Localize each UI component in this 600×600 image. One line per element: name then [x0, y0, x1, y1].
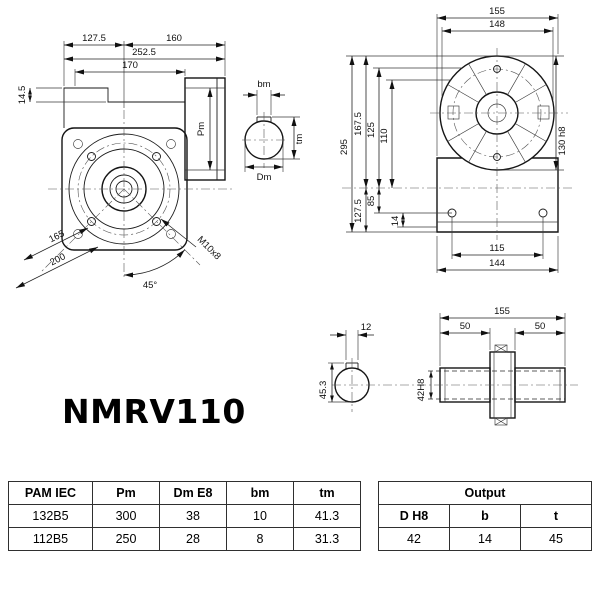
side-dimension-lines	[349, 15, 559, 273]
side-outline	[436, 55, 559, 233]
table-cell: 45	[520, 527, 592, 551]
dim-label-pm: Pm	[196, 122, 207, 136]
side-dimension-labels: 155 148 295 167.5 127.5 125 110 85 14 13…	[339, 6, 568, 269]
section-extension-lines	[244, 90, 300, 172]
dim-label-130h8: 130 h8	[557, 126, 568, 155]
table-cell: 31.3	[293, 527, 361, 551]
dim-label-125: 125	[366, 122, 377, 138]
model-title: NMRV110	[62, 392, 246, 431]
output-table-title-row: Output	[378, 481, 592, 505]
flange-spokes	[447, 63, 547, 163]
table-cell: 38	[159, 504, 227, 528]
front-extension-lines	[36, 41, 226, 108]
dim-label-170: 170	[122, 60, 138, 71]
dim-label-148: 148	[489, 19, 505, 30]
table-row-132b5: 132B5 300 38 10 41.3	[8, 504, 361, 528]
table-cell: 14	[449, 527, 521, 551]
column-header-b: b	[449, 504, 521, 528]
column-header-bm: bm	[226, 481, 294, 505]
technical-drawing: 127.5 160 252.5 170 14.5 Pm 165 200 M10x…	[15, 6, 578, 426]
dim-label-110: 110	[379, 128, 390, 143]
table-cell: 132B5	[8, 504, 93, 528]
table-cell: 112B5	[8, 527, 93, 551]
section-centerlines	[242, 112, 286, 168]
column-header-d-h8: D H8	[378, 504, 450, 528]
section-dimension-lines	[243, 92, 297, 170]
dim-label-50-left: 50	[460, 321, 471, 332]
dim-label-45-3: 45.3	[318, 381, 329, 400]
main-table-header-row: PAM IEC Pm Dm E8 bm tm	[8, 481, 361, 505]
dim-label-bm: bm	[257, 79, 270, 90]
dim-label-50-right: 50	[535, 321, 546, 332]
dim-label-200: 200	[48, 251, 67, 268]
dim-label-295: 295	[339, 139, 350, 155]
front-view: 127.5 160 252.5 170 14.5 Pm 165 200 M10x…	[15, 33, 235, 291]
thread-callout-m10x8: M10x8	[195, 234, 223, 262]
dim-label-dm: Dm	[257, 172, 272, 183]
output-table-title: Output	[378, 481, 592, 505]
column-header-dm-e8: Dm E8	[159, 481, 227, 505]
table-cell: 300	[92, 504, 160, 528]
dim-label-127-5-side: 127.5	[353, 199, 364, 223]
dim-label-167-5: 167.5	[353, 112, 364, 136]
dim-label-42h8: 42H8	[416, 379, 427, 402]
table-cell: 42	[378, 527, 450, 551]
output-dimension-lines	[330, 315, 565, 402]
output-dimension-labels: 155 50 50 12 45.3 42H8	[318, 306, 545, 401]
output-table-data-row: 42 14 45	[378, 527, 592, 551]
angle-label-45: 45°	[143, 280, 158, 291]
side-centerlines	[342, 48, 575, 240]
dim-label-14-5: 14.5	[17, 86, 28, 105]
side-view: 155 148 295 167.5 127.5 125 110 85 14 13…	[339, 6, 575, 273]
table-row-112b5: 112B5 250 28 8 31.3	[8, 527, 361, 551]
dim-label-14: 14	[390, 216, 401, 227]
output-table-header-row: D H8 b t	[378, 504, 592, 528]
table-cell: 10	[226, 504, 294, 528]
front-dimension-lines	[15, 42, 225, 289]
dim-label-252-5: 252.5	[132, 47, 156, 58]
hub-key-detail	[494, 344, 508, 426]
output-shaft-view: 155 50 50 12 45.3 42H8	[318, 306, 578, 426]
side-extension-lines	[346, 14, 564, 273]
dim-label-144: 144	[489, 258, 505, 269]
dim-label-155-top: 155	[489, 6, 505, 17]
column-header-t: t	[520, 504, 592, 528]
dim-label-12: 12	[361, 322, 372, 333]
dim-label-85: 85	[366, 196, 377, 207]
column-header-tm: tm	[293, 481, 361, 505]
dim-label-127-5: 127.5	[82, 33, 106, 44]
table-cell: 250	[92, 527, 160, 551]
dim-label-160: 160	[166, 33, 182, 44]
output-dimensions-table: Output D H8 b t 42 14 45	[378, 481, 592, 551]
table-cell: 41.3	[293, 504, 361, 528]
table-cell: 28	[159, 527, 227, 551]
table-cell: 8	[226, 527, 294, 551]
input-shaft-section-view: bm tm Dm	[242, 79, 305, 183]
column-header-pm: Pm	[92, 481, 160, 505]
column-header-pam-iec: PAM IEC	[8, 481, 93, 505]
main-dimensions-table: PAM IEC Pm Dm E8 bm tm 132B5 300 38 10 4…	[8, 481, 361, 551]
dim-label-tm: tm	[294, 134, 305, 145]
dim-label-155-output: 155	[494, 306, 510, 317]
dim-label-115: 115	[489, 243, 504, 254]
